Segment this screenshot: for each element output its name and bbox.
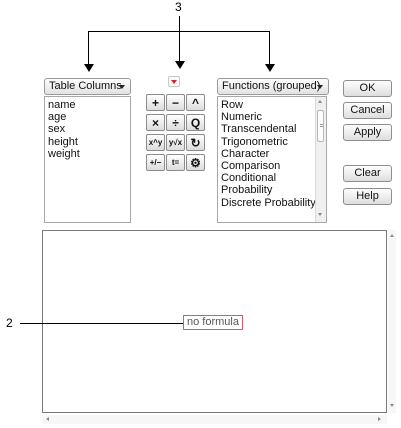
functions-grouped-dropdown[interactable]: Functions (grouped) xyxy=(217,78,329,95)
caret-icon: ^ xyxy=(191,95,199,110)
divide-operator-button[interactable]: ÷ xyxy=(166,114,185,131)
add-operator-button[interactable]: + xyxy=(146,94,165,111)
list-item[interactable]: weight xyxy=(48,147,80,160)
root-button[interactable]: y√x xyxy=(166,134,185,151)
scroll-left-icon[interactable] xyxy=(46,417,49,421)
apply-button[interactable]: Apply xyxy=(343,124,392,141)
local-variable-button[interactable]: Q xyxy=(186,114,205,131)
root-icon: y√x xyxy=(168,137,183,147)
editor-vertical-scrollbar[interactable] xyxy=(388,230,396,413)
editor-horizontal-scrollbar[interactable] xyxy=(42,415,387,424)
exponent-button[interactable]: x^y xyxy=(146,134,165,151)
swap-button[interactable]: ↻ xyxy=(186,134,205,151)
list-item[interactable]: Conditional xyxy=(221,172,277,185)
swap-icon: ↻ xyxy=(190,135,201,150)
functions-list[interactable]: Row Numeric Transcendental Trigonometric… xyxy=(217,96,327,223)
list-item[interactable]: sex xyxy=(48,123,66,136)
functions-scroll-thumb[interactable] xyxy=(317,110,324,142)
ok-button[interactable]: OK xyxy=(343,80,392,97)
help-button[interactable]: Help xyxy=(343,188,392,205)
grip-icon xyxy=(320,126,323,127)
arrow-to-functions-icon xyxy=(265,64,275,72)
gear-icon: ⚙ xyxy=(190,155,201,170)
arrow-to-operators-icon xyxy=(175,61,185,69)
callout-3-stem xyxy=(179,16,180,64)
chevron-down-icon xyxy=(317,85,323,89)
callout-3-right-leg xyxy=(269,31,270,64)
exponent-icon: x^y xyxy=(148,137,163,147)
functions-scrollbar[interactable] xyxy=(315,97,326,222)
red-triangle-menu-icon xyxy=(171,80,177,84)
scroll-right-icon[interactable] xyxy=(378,417,381,421)
multiply-operator-button[interactable]: × xyxy=(146,114,165,131)
assign-button[interactable]: t= xyxy=(166,154,185,171)
list-item[interactable]: Row xyxy=(221,99,244,111)
list-item[interactable]: Character xyxy=(221,147,270,160)
operators-menu-button[interactable] xyxy=(168,76,180,87)
plus-icon: + xyxy=(151,95,159,110)
list-item[interactable]: Transcendental xyxy=(221,123,297,136)
list-item[interactable]: name xyxy=(48,99,76,111)
minus-icon: − xyxy=(171,95,179,110)
callout-2-label: 2 xyxy=(6,316,13,330)
arrow-to-table-columns-icon xyxy=(84,64,94,72)
formula-editor[interactable] xyxy=(42,230,387,413)
list-item[interactable]: height xyxy=(48,135,78,148)
functions-dropdown-label: Functions (grouped) xyxy=(222,80,321,92)
scroll-down-icon[interactable] xyxy=(390,404,394,407)
chevron-down-icon xyxy=(119,85,125,89)
list-item[interactable]: Comparison xyxy=(221,159,281,172)
list-item[interactable]: Probability xyxy=(221,184,273,197)
callout-3-bracket xyxy=(88,31,270,32)
multiply-icon: × xyxy=(151,115,159,130)
plus-minus-icon: +/− xyxy=(149,157,162,167)
grip-icon xyxy=(320,124,323,125)
callout-2-leader xyxy=(20,323,183,324)
table-columns-list[interactable]: name age sex height weight xyxy=(44,96,131,223)
table-columns-dropdown-label: Table Columns xyxy=(49,80,122,92)
parameter-button[interactable]: ⚙ xyxy=(186,154,205,171)
power-operator-button[interactable]: ^ xyxy=(186,94,205,111)
divide-icon: ÷ xyxy=(172,115,179,130)
negate-button[interactable]: +/− xyxy=(146,154,165,171)
list-item[interactable]: Discrete Probability xyxy=(221,196,316,209)
no-formula-placeholder[interactable]: no formula xyxy=(183,315,243,330)
local-variable-icon: Q xyxy=(190,115,201,130)
subtract-operator-button[interactable]: − xyxy=(166,94,185,111)
scroll-up-icon[interactable] xyxy=(318,100,322,103)
callout-3-label: 3 xyxy=(175,0,182,14)
assignment-icon: t= xyxy=(171,157,180,167)
cancel-button[interactable]: Cancel xyxy=(343,102,392,119)
list-item[interactable]: Numeric xyxy=(221,111,262,124)
list-item[interactable]: age xyxy=(48,111,67,124)
table-columns-dropdown[interactable]: Table Columns xyxy=(44,78,131,95)
clear-button[interactable]: Clear xyxy=(343,165,392,182)
callout-3-left-leg xyxy=(88,31,89,64)
scroll-down-icon[interactable] xyxy=(318,213,322,216)
scroll-up-icon[interactable] xyxy=(390,234,394,237)
list-item[interactable]: Trigonometric xyxy=(221,135,288,148)
